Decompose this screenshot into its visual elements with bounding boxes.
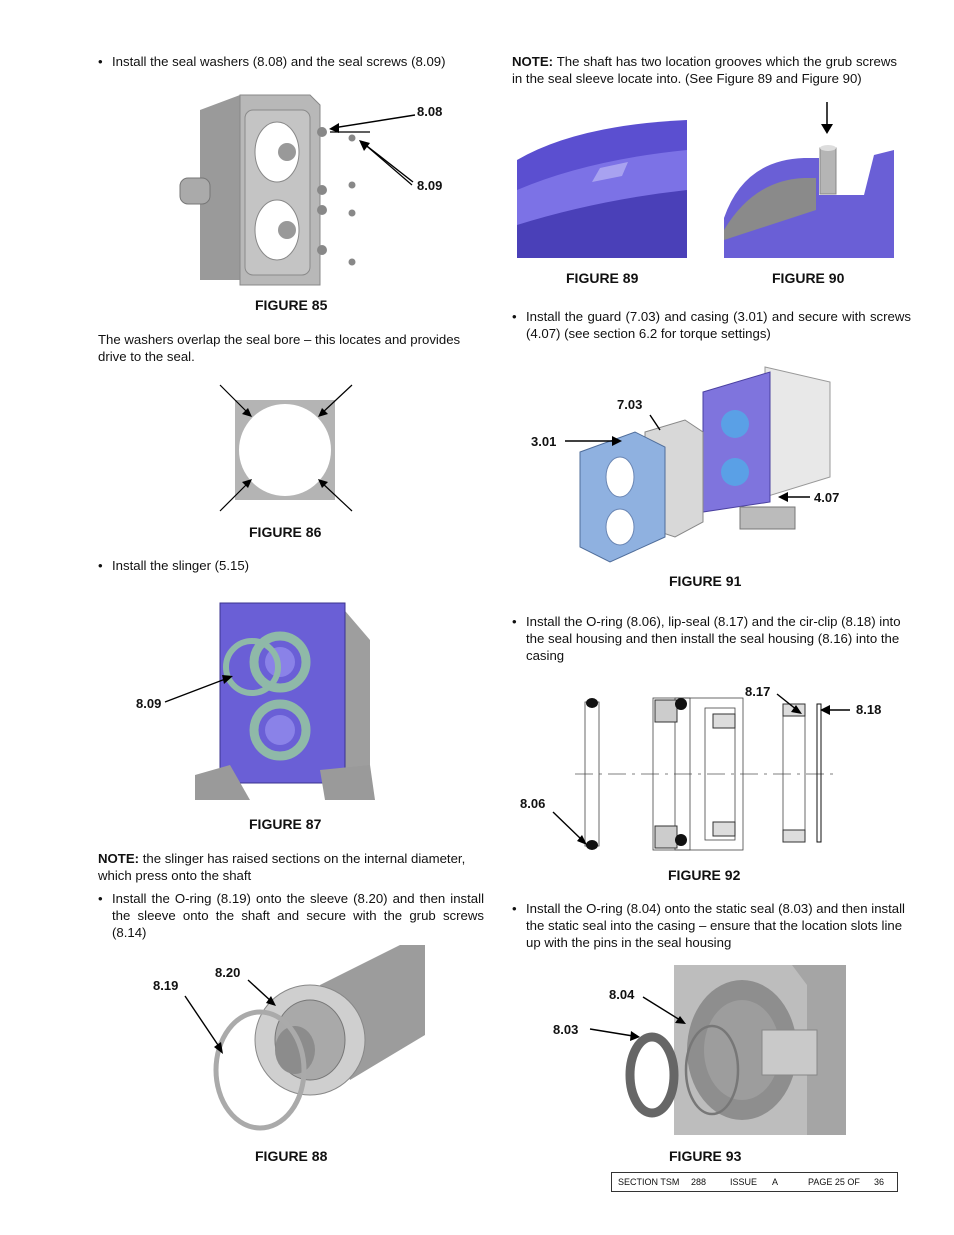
- bullet-install-static-seal: Install the O-ring (8.04) onto the stati…: [512, 900, 911, 951]
- note-lead: NOTE:: [512, 54, 554, 69]
- figure-92-caption: FIGURE 92: [668, 867, 741, 883]
- figure-87-caption: FIGURE 87: [249, 816, 322, 832]
- bullet-text: Install the guard (7.03) and casing (3.0…: [526, 309, 911, 341]
- bullet-text: Install the seal washers (8.08) and the …: [112, 54, 446, 69]
- note-text: The shaft has two location grooves which…: [512, 54, 897, 86]
- figure-88-image: [213, 945, 425, 1131]
- bullet-text: Install the slinger (5.15): [112, 558, 250, 573]
- paragraph-washers-overlap: The washers overlap the seal bore – this…: [98, 332, 461, 364]
- figure-91-caption: FIGURE 91: [669, 573, 742, 589]
- fig93-label-8-04: 8.04: [609, 987, 635, 1002]
- figure-86-image: [219, 384, 353, 512]
- bullet-install-oring-sleeve: Install the O-ring (8.19) onto the sleev…: [98, 890, 484, 941]
- footer-section: SECTION TSM: [618, 1177, 680, 1187]
- fig85-label-8-09: 8.09: [417, 178, 443, 193]
- footer-total-pages: 36: [874, 1177, 885, 1187]
- fig88-callout-arrows: [184, 979, 276, 1054]
- note-slinger: NOTE: the slinger has raised sections on…: [98, 850, 484, 884]
- figure-85-caption: FIGURE 85: [255, 297, 328, 313]
- fig91-callout-arrows: [565, 414, 810, 502]
- fig93-label-8-03: 8.03: [553, 1022, 579, 1037]
- note-text: the slinger has raised sections on the i…: [98, 851, 466, 883]
- fig85-callout-arrows: [329, 114, 416, 183]
- figure-88-caption: FIGURE 88: [255, 1148, 328, 1164]
- figure-90-image: [724, 102, 894, 258]
- fig88-label-8-19: 8.19: [153, 978, 179, 993]
- fig92-label-8-18: 8.18: [856, 702, 882, 717]
- bullet-install-oring-lipseal: Install the O-ring (8.06), lip-seal (8.1…: [512, 613, 911, 664]
- figure-86-caption: FIGURE 86: [249, 524, 322, 540]
- fig87-callout-arrow: [164, 675, 233, 703]
- figure-92-image: [575, 697, 835, 851]
- fig85-label-8-08: 8.08: [417, 104, 443, 119]
- fig91-label-3-01: 3.01: [531, 434, 557, 449]
- note-location-grooves: NOTE: The shaft has two location grooves…: [512, 53, 897, 87]
- fig88-label-8-20: 8.20: [215, 965, 241, 980]
- figure-89-caption: FIGURE 89: [566, 270, 639, 286]
- bullet-text: Install the O-ring (8.19) onto the sleev…: [112, 891, 484, 940]
- note-lead: NOTE:: [98, 851, 140, 866]
- figure-89-image: [517, 120, 687, 258]
- figure-90-caption: FIGURE 90: [772, 270, 845, 286]
- fig91-label-7-03: 7.03: [617, 397, 643, 412]
- figure-87-image: [195, 602, 375, 800]
- fig93-callout-arrows: [589, 996, 686, 1041]
- fig87-label-8-09: 8.09: [136, 696, 162, 711]
- figure-85-image: [179, 94, 413, 286]
- figure-91-image: [579, 366, 831, 563]
- fig92-callout-arrows: [552, 693, 850, 845]
- bullet-install-guard-casing: Install the guard (7.03) and casing (3.0…: [512, 308, 911, 342]
- footer-issue: A: [772, 1177, 779, 1187]
- footer-number: 288: [691, 1177, 707, 1187]
- page-footer: SECTION TSM 288 ISSUE A PAGE 25 OF 36: [611, 1172, 898, 1192]
- fig91-label-4-07: 4.07: [814, 490, 840, 505]
- footer-page: PAGE 25 OF: [808, 1177, 860, 1187]
- bullet-install-slinger: Install the slinger (5.15): [98, 557, 498, 574]
- bullet-text: Install the O-ring (8.06), lip-seal (8.1…: [526, 614, 901, 663]
- fig92-label-8-06: 8.06: [520, 796, 546, 811]
- bullet-text: Install the O-ring (8.04) onto the stati…: [526, 901, 905, 950]
- figure-93-caption: FIGURE 93: [669, 1148, 742, 1164]
- figure-93-image: [625, 965, 846, 1135]
- fig92-label-8-17: 8.17: [745, 684, 771, 699]
- bullet-install-seal-washers: Install the seal washers (8.08) and the …: [98, 53, 498, 70]
- footer-issue-label: ISSUE: [730, 1177, 758, 1187]
